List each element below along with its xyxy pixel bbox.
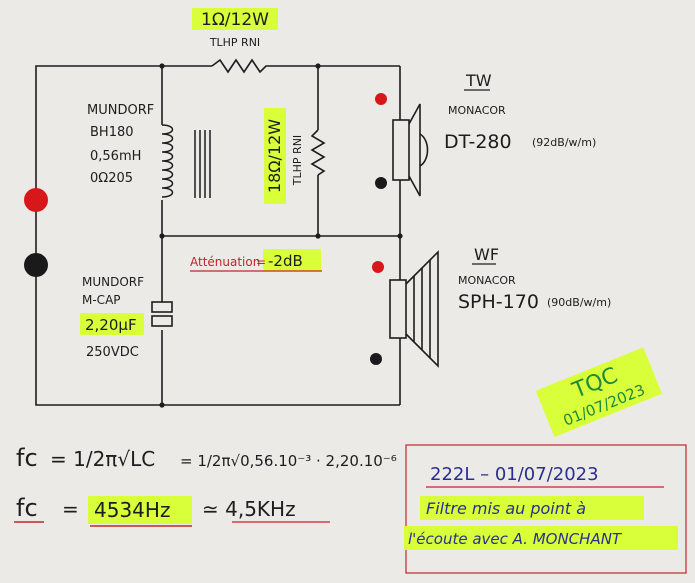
woofer-terminal-positive	[372, 261, 384, 273]
attenuation-label: Atténuation	[190, 255, 260, 269]
shunt-resistor-type: TLHP RNI	[291, 135, 304, 186]
capacitor-voltage: 250VDC	[86, 345, 139, 360]
capacitor-brand: MUNDORF	[82, 275, 144, 289]
series-resistor	[211, 58, 270, 74]
formula-eq1: = 1/2π√LC	[50, 447, 155, 471]
highlight	[420, 496, 644, 520]
note-line3: l'écoute avec A. MONCHANT	[408, 530, 623, 548]
shunt-resistor	[310, 129, 326, 176]
attenuation-value: -2dB	[268, 252, 303, 270]
woofer-symbol	[389, 250, 439, 368]
inductor-brand: MUNDORF	[87, 103, 154, 118]
formula-eq-sign: =	[62, 497, 79, 521]
tweeter-brand: MONACOR	[448, 104, 506, 117]
formula-fc-2: fc	[16, 494, 38, 522]
series-resistor-type: TLHP RNI	[209, 36, 260, 49]
highlight	[80, 313, 144, 335]
note-box	[405, 444, 687, 574]
input-terminal-positive	[24, 188, 48, 212]
wiring	[35, 65, 401, 406]
formula-approx: ≃ 4,5KHz	[202, 497, 296, 521]
tweeter-tag: TW	[465, 71, 492, 90]
highlight	[404, 526, 678, 550]
woofer-terminal-negative	[370, 353, 382, 365]
input-terminal-negative	[24, 253, 48, 277]
tweeter-terminal-negative	[375, 177, 387, 189]
shunt-resistor-value: 18Ω/12W	[265, 119, 284, 193]
tweeter-sensitivity: (92dB/w/m)	[532, 136, 596, 149]
woofer-sensitivity: (90dB/w/m)	[547, 296, 611, 309]
woofer-tag: WF	[474, 245, 499, 264]
series-resistor-value: 1Ω/12W	[201, 10, 269, 30]
note-line2: Filtre mis au point à	[426, 499, 586, 518]
capacitor	[151, 301, 173, 327]
note-line1: 222L – 01/07/2023	[430, 464, 599, 485]
capacitor-model: M-CAP	[82, 293, 121, 307]
inductor-resistance: 0Ω205	[90, 171, 133, 186]
woofer-model: SPH-170	[458, 291, 539, 313]
junctions	[159, 63, 403, 408]
inductor	[161, 124, 211, 198]
highlight	[263, 249, 321, 271]
highlight	[264, 108, 286, 204]
formula-fc-1: fc	[16, 444, 38, 472]
tweeter-model: DT-280	[444, 131, 512, 153]
woofer-brand: MONACOR	[458, 274, 516, 287]
formula-result: 4534Hz	[94, 498, 170, 522]
inductor-model: BH180	[90, 125, 134, 140]
inductor-value: 0,56mH	[90, 149, 141, 164]
highlight	[88, 496, 192, 524]
tweeter-symbol	[392, 103, 429, 197]
formula-eq2: = 1/2π√0,56.10⁻³ · 2,20.10⁻⁶	[180, 452, 397, 470]
attenuation-eq: =	[256, 255, 266, 269]
highlight	[192, 8, 278, 30]
capacitor-value: 2,20µF	[85, 316, 137, 334]
tweeter-terminal-positive	[375, 93, 387, 105]
